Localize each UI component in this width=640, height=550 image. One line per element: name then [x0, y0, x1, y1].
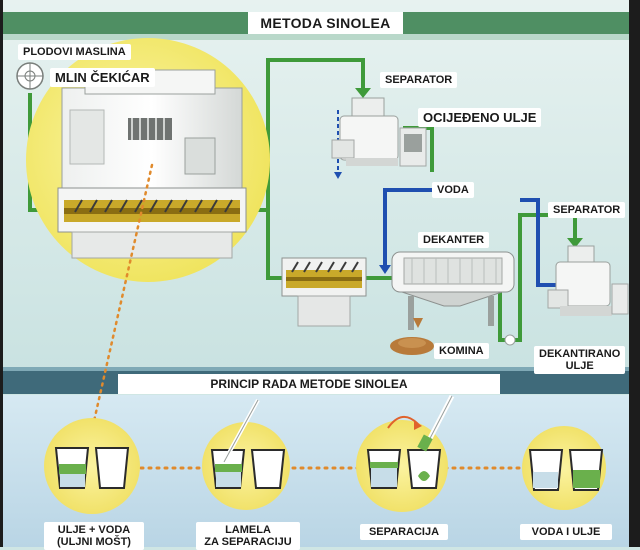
drain-arrow — [334, 172, 342, 179]
hammer-mill-label: MLIN ČEKIĆAR — [50, 68, 155, 87]
step1-caption-line1: ULJE + VODA — [57, 524, 131, 536]
drained-oil-label: OCIJEĐENO ULJE — [418, 108, 542, 127]
second-malaxer — [281, 257, 367, 327]
step3-caption-line1: SEPARACIJA — [368, 526, 440, 538]
step2-caption: LAMELA ZA SEPARACIJU — [196, 522, 300, 550]
diagram-title: METODA SINOLEA — [248, 12, 403, 34]
mill-base — [71, 231, 233, 259]
komina-pile-top — [398, 338, 426, 348]
olive-fruit-label: PLODOVI MASLINA — [18, 44, 131, 60]
olive-fruit-icon — [16, 62, 44, 90]
komina-arrow — [413, 318, 423, 328]
step3-illustration — [356, 394, 455, 512]
decanted-oil-label: DEKANTIRANO ULJE — [534, 346, 626, 374]
outlet-valve — [504, 334, 516, 346]
step2-caption-line1: LAMELA — [225, 524, 271, 536]
step1-illustration — [44, 418, 140, 514]
water-arrow — [379, 265, 391, 274]
link-dotted-line — [90, 163, 154, 432]
decanted-oil-line2: ULJE — [565, 360, 594, 372]
decanted-oil-line1: DEKANTIRANO — [539, 348, 621, 360]
step4-caption: VODA I ULJE — [520, 524, 612, 540]
step1-caption-line2: (ULJNI MOŠT) — [57, 536, 131, 548]
water-label: VODA — [432, 182, 474, 198]
step2-illustration — [202, 399, 290, 510]
right-separator-machine — [547, 245, 629, 316]
decanter-machine — [391, 251, 515, 330]
dark-band-light — [0, 367, 640, 371]
mixer-blades — [74, 199, 233, 213]
decanter-label: DEKANTER — [418, 232, 490, 248]
left-border — [0, 0, 3, 547]
pomace-label: KOMINA — [434, 343, 489, 359]
hammer-mill — [61, 69, 243, 199]
pipe-arrows — [355, 88, 583, 248]
step4-caption-line1: VODA I ULJE — [531, 526, 601, 538]
step3-caption: SEPARACIJA — [360, 524, 448, 540]
top-separator-machine — [331, 97, 427, 167]
step2-caption-line2: ZA SEPARACIJU — [204, 536, 292, 548]
step4-illustration — [522, 426, 606, 510]
top-separator-label: SEPARATOR — [380, 72, 458, 88]
right-border — [629, 0, 640, 547]
title-band-fade — [0, 34, 640, 40]
step1-caption: ULJE + VODA (ULJNI MOŠT) — [44, 522, 144, 550]
water-pipes — [383, 188, 560, 287]
principle-title: PRINCIP RADA METODE SINOLEA — [118, 374, 500, 394]
right-separator-label: SEPARATOR — [548, 202, 626, 218]
